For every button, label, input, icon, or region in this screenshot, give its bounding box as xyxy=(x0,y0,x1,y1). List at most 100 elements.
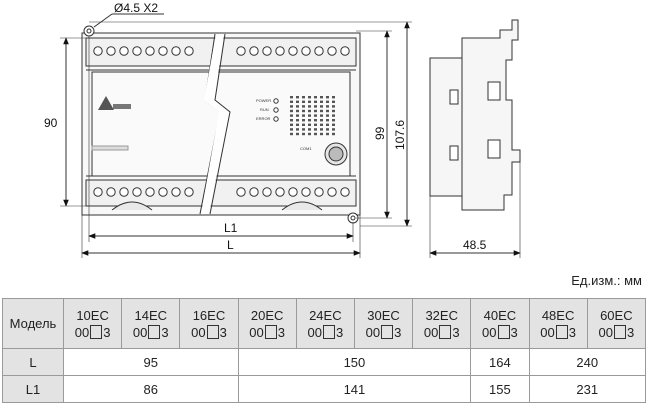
io-led-icon xyxy=(320,114,323,117)
io-led-icon xyxy=(290,105,293,108)
model-code-suffix: 3 xyxy=(626,324,635,340)
model-code-suffix: 3 xyxy=(161,324,169,340)
io-led-icon xyxy=(326,128,329,131)
io-led-icon xyxy=(308,119,311,122)
model-code-prefix: 00 xyxy=(365,324,381,340)
io-led-icon xyxy=(308,123,311,126)
dimension-value-cell: 155 xyxy=(470,375,530,403)
delta-logo-icon xyxy=(98,96,114,110)
placeholder-box-icon xyxy=(439,324,452,339)
dim-height-90 xyxy=(60,37,86,207)
hole-callout-label: Ø4.5 X2 xyxy=(114,1,158,15)
terminal-screw-icon xyxy=(145,46,155,56)
dim-depth xyxy=(429,160,521,258)
io-led-icon xyxy=(320,100,323,103)
placeholder-box-icon xyxy=(90,324,103,339)
terminal-screw-icon xyxy=(262,187,272,197)
io-led-icon xyxy=(290,96,293,99)
model-code-prefix: 00 xyxy=(540,324,555,340)
placeholder-box-icon xyxy=(206,324,219,339)
io-led-icon xyxy=(314,105,317,108)
dim-height-90-label: 90 xyxy=(44,116,58,130)
terminal-screw-icon xyxy=(184,187,194,197)
io-led-icon xyxy=(320,105,323,108)
io-led-icon xyxy=(296,96,299,99)
terminal-screw-icon xyxy=(158,46,168,56)
terminal-screw-icon xyxy=(171,187,181,197)
io-led-icon xyxy=(296,123,299,126)
io-led-icon xyxy=(302,96,305,99)
model-code-prefix: 00 xyxy=(74,324,90,340)
dim-width-L xyxy=(81,215,361,258)
model-code-prefix: 00 xyxy=(249,324,264,340)
placeholder-box-icon xyxy=(322,324,335,339)
terminal-screw-icon xyxy=(288,187,298,197)
io-led-icon xyxy=(302,123,305,126)
side-view xyxy=(429,19,521,211)
io-led-icon xyxy=(326,119,329,122)
model-name: 14EC xyxy=(134,307,168,323)
error-led-label: ERROR xyxy=(256,116,271,121)
io-led-icon xyxy=(320,96,323,99)
model-name: 40EC xyxy=(483,307,517,323)
io-led-icon xyxy=(314,123,317,126)
model-name: 30EC xyxy=(367,307,400,323)
dimension-drawing: POWER RUN ERROR COM1 Ø4.5 X2 90 99 107.6… xyxy=(44,1,521,258)
io-led-icon xyxy=(314,114,317,117)
io-led-icon xyxy=(332,119,335,122)
terminal-screw-icon xyxy=(119,187,129,197)
dim-depth-label: 48.5 xyxy=(463,238,487,252)
io-led-icon xyxy=(302,100,305,103)
io-led-icon xyxy=(320,109,323,113)
io-led-icon xyxy=(308,109,311,113)
front-view xyxy=(81,25,361,224)
din-clip-right xyxy=(281,201,323,211)
model-code: 00 3 xyxy=(588,324,645,341)
io-led-icon xyxy=(332,100,335,103)
model-name: 60EC xyxy=(600,307,633,323)
io-led-icon xyxy=(332,123,335,126)
io-led-icon xyxy=(332,105,335,108)
terminal-screw-icon xyxy=(314,46,324,56)
row-label: L xyxy=(2,348,64,376)
model-code-suffix: 3 xyxy=(219,324,227,340)
terminal-screw-icon xyxy=(171,46,181,56)
model-name: 32EC xyxy=(425,307,458,323)
terminal-screw-icon xyxy=(119,46,129,56)
placeholder-box-icon xyxy=(381,324,394,339)
dim-width-L1 xyxy=(88,36,354,242)
dim-width-L1-label: L1 xyxy=(224,221,238,235)
dim-width-L-label: L xyxy=(227,238,234,252)
model-code-suffix: 3 xyxy=(335,324,344,340)
model-code-prefix: 00 xyxy=(598,324,613,340)
model-code-prefix: 00 xyxy=(132,324,148,340)
terminal-screw-icon xyxy=(106,46,116,56)
terminal-screw-icon xyxy=(145,187,155,197)
terminal-screw-icon xyxy=(93,187,103,197)
io-led-icon xyxy=(302,132,305,136)
dimension-value-cell: 240 xyxy=(528,348,646,376)
terminal-screw-icon xyxy=(340,187,350,197)
io-led-icon xyxy=(302,105,305,108)
terminal-screw-icon xyxy=(184,46,194,56)
dim-height-99 xyxy=(356,30,392,219)
model-code-suffix: 3 xyxy=(452,324,460,340)
io-led-icon xyxy=(308,128,311,131)
io-led-icon xyxy=(326,109,329,113)
io-led-icon xyxy=(290,132,293,136)
io-led-icon xyxy=(302,119,305,122)
row-label: L1 xyxy=(2,375,64,403)
